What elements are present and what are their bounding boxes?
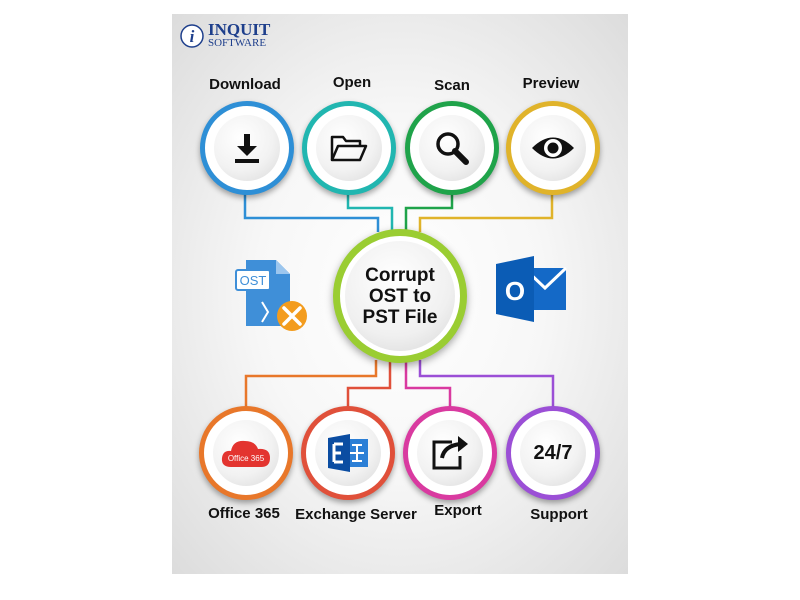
label-scan: Scan [434,77,470,94]
support-247-icon: 24/7 [533,441,573,464]
label-office365: Office 365 [208,505,280,522]
label-preview: Preview [522,75,580,92]
node-export [403,406,497,500]
office365-cloud-icon: Office 365 [221,440,270,467]
node-preview [506,101,600,195]
label-support: Support [530,506,588,523]
exchange-icon [328,434,368,472]
connector-exchange [346,360,392,410]
center-hub: Corrupt OST to PST File [333,229,467,363]
label-download: Download [209,76,281,93]
connector-export [404,360,452,410]
connector-download [243,190,380,232]
ost-file-text: OST [240,273,267,288]
export-icon [432,436,468,470]
eye-icon [532,137,574,159]
center-line-1: Corrupt [365,264,435,286]
center-line-2: OST to [368,285,432,307]
label-open: Open [332,74,372,91]
brand-subname: Software [208,37,267,49]
node-exchange [301,406,395,500]
node-office365: Office 365 [199,406,293,500]
connector-scan [404,190,454,232]
folder-open-icon [330,135,368,162]
outlook-icon: O [496,256,568,322]
outlook-letter: O [505,276,525,306]
brand-name: Inquit [208,20,271,39]
node-open [302,101,396,195]
node-download [200,101,294,195]
connector-office365 [244,360,378,410]
logo-letter: i [190,27,195,46]
node-support: 24/7 [506,406,600,500]
ost-file-icon: OST [235,260,307,331]
download-icon [235,134,259,163]
office365-badge-text: Office 365 [228,454,265,463]
label-export: Export [434,502,482,519]
label-exchange-server: Exchange Server [295,506,417,523]
connector-support [418,360,555,410]
center-line-3: PST File [362,306,438,328]
logo-mark-icon: i [180,23,204,48]
node-scan [405,101,499,195]
connector-open [346,190,394,232]
connector-preview [418,190,554,232]
inquit-logo: i Inquit Software [180,20,271,49]
magnifier-icon [436,132,469,165]
